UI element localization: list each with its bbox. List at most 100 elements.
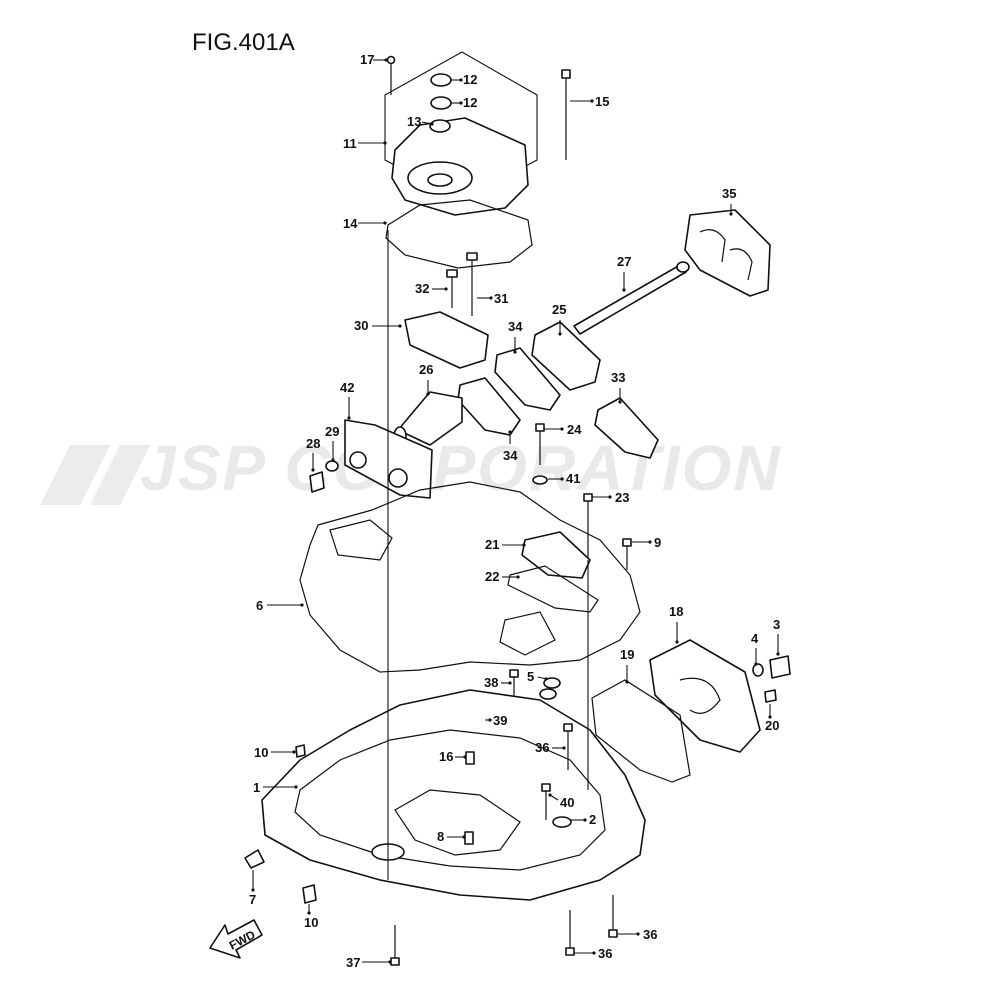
shaft-body — [573, 264, 687, 335]
bracket-42-hole-2 — [388, 468, 408, 488]
fwd-arrow-icon — [209, 919, 263, 959]
callout-leader-dot — [311, 468, 315, 472]
holder-body — [404, 311, 489, 369]
callout-c29: 29 — [325, 424, 339, 462]
callout-leader-dot — [513, 350, 517, 354]
bracket-slot-2 — [729, 248, 753, 281]
callout-c4: 4 — [751, 631, 759, 666]
callout-c3: 3 — [773, 617, 780, 656]
callout-c36a: 36 — [535, 740, 566, 755]
callout-c10b: 10 — [304, 904, 318, 930]
callout-number: 12 — [463, 72, 477, 87]
callout-leader-dot — [398, 324, 402, 328]
callout-leader-dot — [463, 755, 467, 759]
callout-c37: 37 — [346, 955, 392, 970]
callout-c8: 8 — [437, 829, 466, 844]
callout-leader-dot — [430, 122, 434, 126]
callout-number: 4 — [751, 631, 759, 646]
callout-leader-dot — [562, 746, 566, 750]
washer-4 — [752, 663, 764, 677]
callout-number: 1 — [253, 780, 260, 795]
side-cover-body — [649, 639, 761, 753]
callout-number: 12 — [463, 95, 477, 110]
callout-leader-dot — [608, 495, 612, 499]
plate-21 — [521, 531, 591, 579]
callout-c38: 38 — [484, 675, 512, 690]
callout-number: 41 — [566, 471, 580, 486]
callout-c6: 6 — [256, 598, 304, 613]
callout-number: 16 — [439, 749, 453, 764]
callout-leader-dot — [331, 458, 335, 462]
bolt-38-head — [509, 669, 519, 678]
bolt-15-head — [561, 69, 571, 79]
callout-number: 42 — [340, 380, 354, 395]
gasket-22 — [507, 565, 599, 613]
oil-pan-pocket — [394, 789, 521, 856]
callout-leader-dot — [592, 951, 596, 955]
callout-leader-dot — [444, 287, 448, 291]
callout-leader-dot — [462, 835, 466, 839]
side-cover-detail — [679, 677, 721, 714]
callout-number: 31 — [494, 291, 508, 306]
watermark: JSP CORPORATION — [40, 432, 780, 505]
plate-34-upper — [494, 347, 561, 411]
callout-number: 39 — [493, 713, 507, 728]
callout-leader-dot — [508, 430, 512, 434]
callout-number: 28 — [306, 436, 320, 451]
nut-28 — [309, 471, 325, 493]
callout-number: 35 — [722, 186, 736, 201]
callout-number: 34 — [503, 448, 518, 463]
callout-number: 5 — [527, 669, 534, 684]
callout-number: 10 — [254, 745, 268, 760]
callout-number: 15 — [595, 94, 609, 109]
bracket-slot-1 — [699, 229, 726, 263]
callout-leader-dot — [625, 680, 629, 684]
callout-c24: 24 — [544, 422, 582, 437]
callout-leader-dot — [459, 101, 463, 105]
callout-number: 29 — [325, 424, 339, 439]
fwd-arrow: FWD — [209, 919, 263, 959]
callout-c34a: 34 — [508, 319, 523, 354]
bolt-17-head — [386, 55, 396, 65]
callout-number: 2 — [589, 812, 596, 827]
callout-leader-dot — [560, 427, 564, 431]
callout-c9: 9 — [632, 535, 661, 550]
callout-number: 40 — [560, 795, 574, 810]
callout-c16: 16 — [439, 749, 467, 764]
callout-leader-dot — [426, 392, 430, 396]
callout-leader-dot — [383, 221, 387, 225]
callout-c36c: 36 — [574, 946, 612, 961]
oil-pan-housing — [244, 689, 646, 904]
callout-number: 7 — [249, 892, 256, 907]
callout-c23: 23 — [592, 490, 629, 505]
cover-frame-outline — [384, 51, 538, 201]
callout-number: 25 — [552, 302, 566, 317]
o-ring-13 — [429, 119, 451, 133]
callout-number: 3 — [773, 617, 780, 632]
callout-c33: 33 — [611, 370, 625, 404]
callout-leader-dot — [522, 543, 526, 547]
o-ring-5 — [543, 677, 561, 689]
callout-c19: 19 — [620, 647, 634, 684]
callout-c14: 14 — [343, 216, 387, 231]
callout-number: 6 — [256, 598, 263, 613]
callout-c5: 5 — [527, 669, 548, 684]
callout-number: 18 — [669, 604, 683, 619]
side-cover-18 — [649, 639, 791, 753]
callout-leader-dot — [544, 677, 548, 681]
callout-number: 36 — [535, 740, 549, 755]
callout-number: 30 — [354, 318, 368, 333]
callout-number: 13 — [407, 114, 421, 129]
callout-leader-dot — [648, 540, 652, 544]
callout-c30: 30 — [354, 318, 402, 333]
callout-leader-dot — [590, 99, 594, 103]
callout-leader-dot — [508, 681, 512, 685]
bolt-36-inner-head — [563, 723, 573, 732]
callout-leader-line — [421, 121, 433, 125]
bracket-35 — [684, 209, 771, 297]
bolt-40-head — [541, 783, 551, 792]
bolt-31-head — [466, 252, 478, 261]
bolt-36-lower-head — [565, 947, 575, 956]
main-gasket-window-left — [329, 519, 393, 561]
